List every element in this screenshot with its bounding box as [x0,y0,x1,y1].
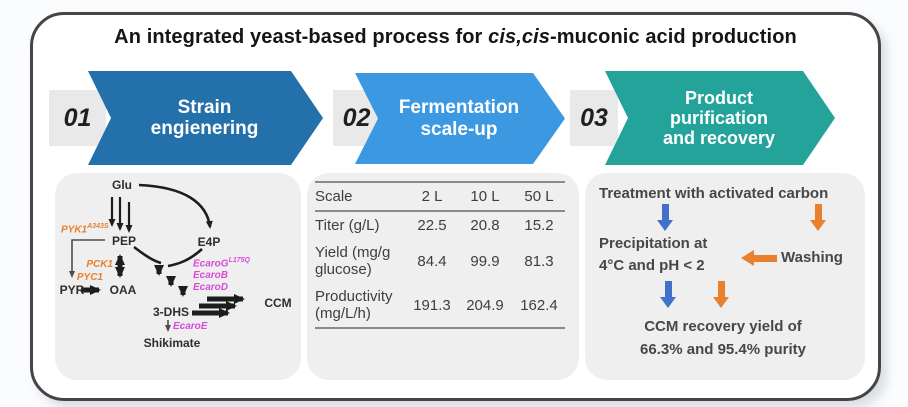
table-cell: 22.5 [417,217,447,234]
table-header-row: Scale 2 L 10 L 50 L [315,182,565,211]
step3-number: 03 [580,103,608,132]
table-cell: 81.3 [524,252,554,270]
node-glu: Glu [112,178,132,192]
gene-pyk1-name: PYK1 [61,224,88,236]
washing-label: Washing [781,249,843,266]
glycolysis-arrows [108,197,133,233]
col-header-scale: Scale [315,188,353,205]
pep-merge-curve [133,245,162,265]
step3-label: Product purification and recovery [662,87,776,149]
purification-panel: Treatment with activated carbon Precipit… [585,173,865,380]
gene-aroB-label: EcaroB [193,270,229,281]
table-cell: 20.8 [470,217,500,234]
table-cell: 162.4 [520,296,558,314]
flow-arrow-down-orange-1 [810,204,826,231]
flow-arrow-down-blue-1 [657,204,673,231]
dhs-cascade-arrows [154,265,188,297]
fermentation-panel: Scale 2 L 10 L 50 L Titer (g/L) 22.5 20.… [307,173,579,380]
table-cell: 15.2 [524,217,554,234]
table-cell: 204.9 [466,296,504,314]
figure-frame: An integrated yeast-based process for ci… [30,12,881,401]
table-cell: 99.9 [470,252,500,270]
step1-number: 01 [63,103,92,132]
row-label: Titer (g/L) [315,217,380,234]
table-cell: 191.3 [413,296,451,314]
node-shikimate: Shikimate [143,336,201,350]
e4p-merge-curve [167,248,203,268]
node-oaa: OAA [109,283,137,297]
row-label: Productivity (mg/L/h) [315,288,393,322]
table-row-yield: Yield (mg/g glucose) 84.4 99.9 81.3 [315,239,565,283]
table-row-productivity: Productivity (mg/L/h) 191.3 204.9 162.4 [315,283,565,328]
title-italic-cis-cis: cis,cis [488,26,550,48]
recovery-line2: 66.3% and 95.4% purity [640,341,806,358]
flow-arrow-down-blue-2 [660,281,676,308]
flow-arrow-down-orange-2 [713,281,729,308]
step2-number: 02 [342,103,371,132]
treatment-step-text: Treatment with activated carbon [599,185,829,202]
node-pep: PEP [111,234,136,248]
flow-arrow-left-orange [741,250,777,266]
step1-label: Strain engienering [150,96,259,139]
gene-aroG-mutation: L175Q [228,257,250,264]
dhs-ccm-arrows [192,294,245,318]
node-e4p: E4P [197,235,221,249]
glu-to-e4p-arrow [138,183,213,229]
gene-aroG-name: EcaroG [193,258,229,270]
table-cell: 84.4 [417,252,447,270]
pathway-panel: Glu PEP E4P PYR OAA 3-DHS CCM Shikimate … [55,173,301,380]
gene-pck1-label: PCK1 [86,259,113,270]
step3-banner: Product purification and recovery [605,71,835,165]
title-prefix: An integrated yeast-based process for [114,26,489,48]
figure-title: An integrated yeast-based process for ci… [33,26,878,49]
precipitation-line2: 4°C and pH < 2 [599,257,705,274]
node-3dhs: 3-DHS [152,305,189,319]
precipitation-step-text: Precipitation at 4°C and pH < 2 [599,233,707,277]
step2-banner: Fermentation scale-up [355,73,565,164]
row-label: Yield (mg/g glucose) [315,244,391,278]
step2-label: Fermentation scale-up [398,97,520,140]
col-header-50l: 50 L [524,188,554,205]
step1-banner: Strain engienering [88,71,323,165]
table-row-titer: Titer (g/L) 22.5 20.8 15.2 [315,211,565,239]
gene-pyk1-mutation: A343S [87,223,109,230]
col-header-2l: 2 L [421,188,443,205]
col-header-10l: 10 L [470,188,500,205]
step1-number-box: 01 [49,90,106,146]
recovery-result-text: CCM recovery yield of 66.3% and 95.4% pu… [595,315,851,361]
node-ccm: CCM [264,296,292,310]
pep-pyr-regulation-line [69,239,105,278]
fermentation-table: Scale 2 L 10 L 50 L Titer (g/L) 22.5 20.… [315,181,565,329]
gene-pyc1-label: PYC1 [76,272,103,283]
gene-aroG-label: EcaroGL175Q [193,257,250,269]
gene-aroD-label: EcaroD [193,282,229,293]
gene-aroE-label: EcaroE [173,321,208,332]
gene-pyk1-label: PYK1A343S [61,223,109,235]
step3-number-box: 03 [570,90,618,146]
precipitation-line1: Precipitation at [599,235,708,252]
node-pyr: PYR [59,283,85,297]
recovery-line1: CCM recovery yield of [644,318,802,335]
title-suffix: -muconic acid production [549,26,797,48]
pathway-arrows [69,183,245,332]
